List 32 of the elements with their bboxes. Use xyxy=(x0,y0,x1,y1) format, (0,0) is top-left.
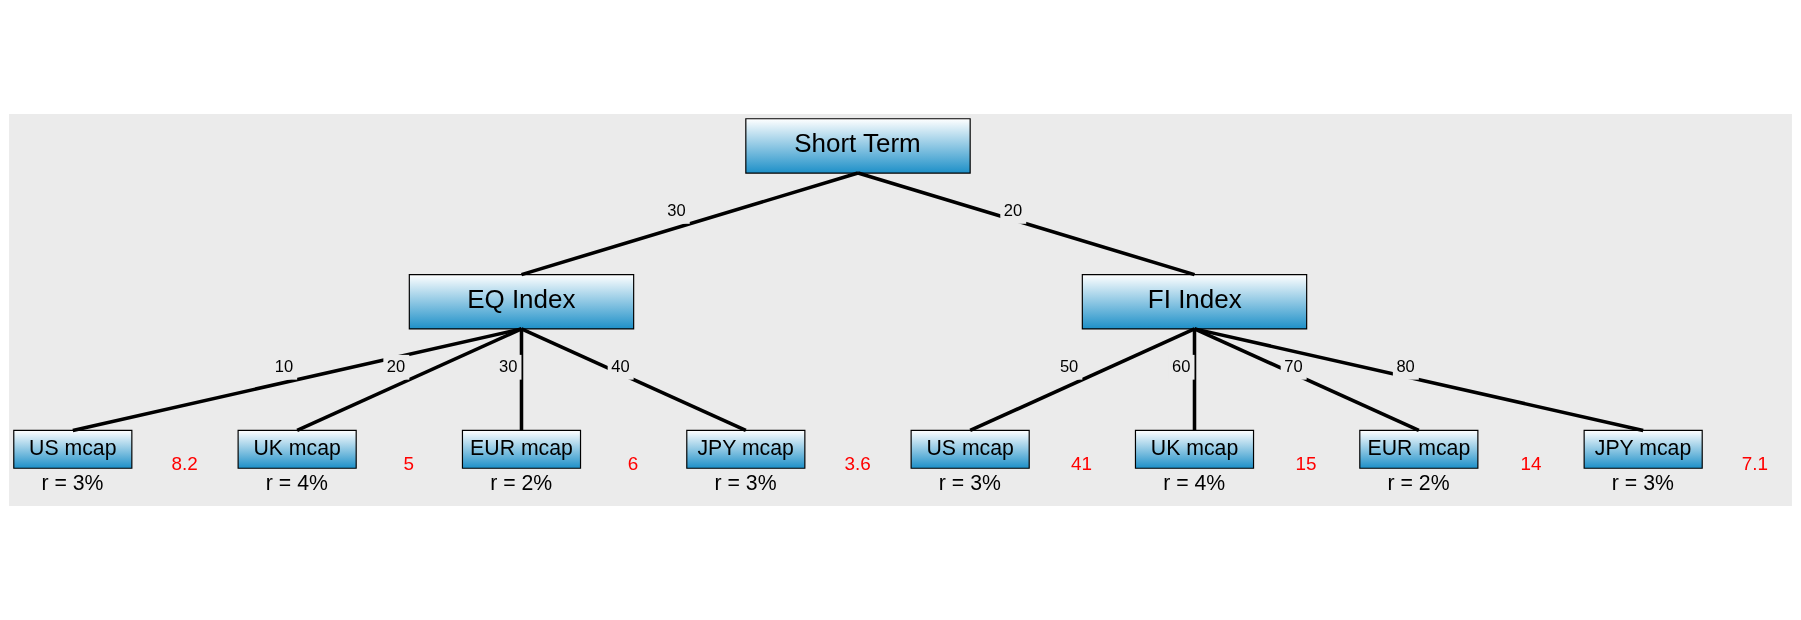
edge-label: 30 xyxy=(667,201,686,221)
edge-label: 20 xyxy=(386,357,406,377)
edge-label: 30 xyxy=(499,357,518,377)
label: 14 xyxy=(1520,453,1542,475)
label: 3.6 xyxy=(844,453,871,475)
edge-label: 20 xyxy=(1003,201,1023,221)
edge-label: 80 xyxy=(1396,357,1415,377)
connector xyxy=(857,171,1195,277)
node-label: r = 4% xyxy=(265,470,328,495)
node-label: r = 3% xyxy=(41,470,104,495)
edge-label: 40 xyxy=(611,357,630,377)
node-label: r = 2% xyxy=(490,470,553,495)
connector xyxy=(520,171,859,277)
node-label: r = 3% xyxy=(938,470,1001,495)
label: 15 xyxy=(1295,453,1317,475)
label: 8.2 xyxy=(171,453,198,475)
label: 7.1 xyxy=(1741,453,1769,475)
edge-label: 10 xyxy=(274,357,294,377)
node-label: r = 2% xyxy=(1387,470,1450,495)
edge-label: 70 xyxy=(1284,357,1303,377)
label: 5 xyxy=(403,453,414,475)
label: 6 xyxy=(627,453,639,475)
connector xyxy=(519,328,524,431)
label: 41 xyxy=(1071,453,1093,475)
node-label: r = 4% xyxy=(1163,470,1226,495)
node-label: r = 3% xyxy=(714,470,777,495)
node-label: r = 3% xyxy=(1611,470,1674,495)
connector xyxy=(1192,328,1197,431)
edge-label: 60 xyxy=(1172,357,1191,377)
connector xyxy=(1194,327,1644,433)
connector xyxy=(520,327,747,433)
edge-label: 50 xyxy=(1059,357,1079,377)
